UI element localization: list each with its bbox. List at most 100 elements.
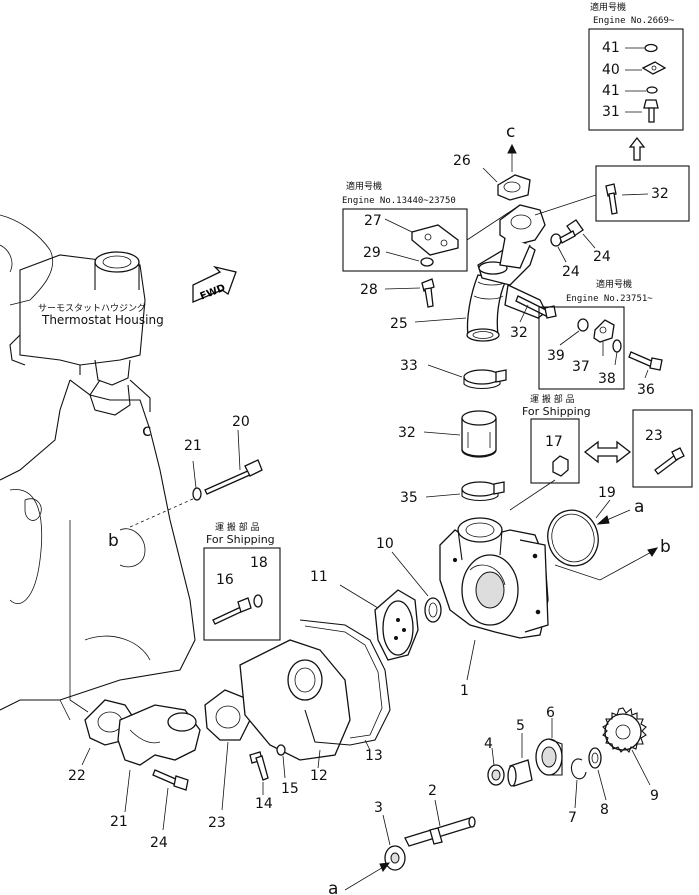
callout-5: 5 — [516, 718, 525, 734]
applicable-jp-mid: 適用号機 — [346, 180, 382, 192]
bolt-32-mid — [605, 183, 618, 215]
callout-32-top: 31 — [602, 104, 620, 120]
shipping-box-right — [530, 418, 580, 484]
callout-17: 17 — [545, 434, 563, 450]
bearing-4 — [487, 764, 505, 786]
seal-3 — [384, 845, 406, 871]
washer-15 — [276, 744, 286, 756]
callout-40: 40 — [602, 62, 620, 78]
box-37-39 — [538, 306, 625, 390]
bolt-24-upper — [654, 447, 685, 475]
bracket-37 — [593, 319, 615, 343]
ref-b-left: b — [108, 531, 119, 551]
washer-27 — [550, 233, 562, 247]
elbow-22 — [117, 704, 201, 766]
applicable-jp-top: 適用号機 — [590, 1, 626, 13]
callout-35-upper: 33 — [400, 358, 418, 374]
ref-a-right: a — [634, 497, 644, 517]
callout-10: 10 — [376, 536, 394, 552]
shipping-en-left: For Shipping — [206, 533, 275, 546]
callout-18: 18 — [250, 555, 268, 571]
callout-6: 6 — [546, 705, 555, 721]
callout-23-right: 23 — [208, 815, 226, 831]
callout-22: 21 — [110, 814, 128, 830]
washer-38 — [612, 339, 622, 353]
callout-12: 12 — [310, 768, 328, 784]
spacer-5 — [507, 759, 533, 787]
up-arrow-icon — [628, 136, 646, 161]
callout-29: 27 — [364, 213, 382, 229]
snap-ring-7 — [570, 758, 587, 780]
clamp-35-upper — [463, 369, 507, 390]
gasket-28 — [497, 174, 531, 201]
bolt-36 — [628, 351, 663, 371]
bolt-20 — [204, 459, 263, 495]
callout-8: 8 — [600, 802, 609, 818]
impeller-11 — [374, 589, 419, 661]
bolt-24-lower — [152, 769, 189, 791]
callout-36: 36 — [637, 382, 655, 398]
hose-34 — [461, 410, 497, 458]
engine-note-2669: Engine No.2669~ — [593, 16, 675, 26]
washer-21 — [192, 487, 202, 501]
callout-30: 28 — [360, 282, 378, 298]
o-ring-19 — [547, 509, 599, 567]
bolt-26 — [559, 219, 584, 244]
washer-41-upper — [644, 43, 658, 53]
pump-body-1 — [439, 517, 549, 639]
applicable-jp-right: 適用号機 — [596, 278, 632, 290]
double-arrow-icon — [583, 440, 632, 464]
callout-2: 2 — [428, 783, 437, 799]
nut-17 — [552, 455, 569, 477]
bearing-6 — [535, 738, 563, 776]
box-40-41 — [588, 28, 684, 131]
callout-41-upper: 41 — [602, 40, 620, 56]
callout-32-mid: 32 — [651, 186, 669, 202]
water-pipe — [499, 204, 547, 319]
callout-11: 11 — [310, 569, 328, 585]
callout-16: 16 — [216, 572, 234, 588]
callout-21: 21 — [184, 438, 202, 454]
callout-26: 24 — [593, 249, 611, 265]
box-32-mid — [595, 165, 690, 222]
washer-39 — [577, 318, 589, 332]
callout-14: 14 — [255, 796, 273, 812]
ref-a-bottom: a — [328, 879, 338, 895]
callout-19: 19 — [598, 485, 616, 501]
callout-23-left: 22 — [68, 768, 86, 784]
shipping-jp-right: 運 搬 部 品 — [530, 393, 575, 405]
callout-1: 1 — [460, 683, 469, 699]
callout-27: 24 — [562, 264, 580, 280]
washer-31 — [420, 257, 434, 267]
bolt-14 — [249, 751, 269, 781]
callout-41-lower: 41 — [602, 83, 620, 99]
shipping-box-left — [203, 547, 281, 641]
pump-cover-12 — [239, 639, 351, 761]
fwd-arrow-icon — [192, 265, 237, 303]
bushing-8 — [588, 747, 602, 769]
callout-35-lower: 35 — [400, 490, 418, 506]
callout-24-upper: 23 — [645, 428, 663, 444]
gasket-23-right — [204, 689, 251, 741]
gear-9 — [602, 707, 647, 753]
ref-b-right: b — [660, 537, 671, 557]
callout-9: 9 — [650, 788, 659, 804]
callout-38: 38 — [598, 371, 616, 387]
ref-a-arrow-right — [596, 509, 631, 525]
shaft-2 — [404, 816, 476, 847]
callout-28: 26 — [453, 153, 471, 169]
callout-34: 32 — [398, 425, 416, 441]
bolt-24-box — [632, 409, 693, 488]
callout-24-lower: 24 — [150, 835, 168, 851]
clamp-35-lower — [461, 481, 505, 502]
callout-7: 7 — [568, 810, 577, 826]
plate-40 — [641, 61, 667, 75]
callout-37: 37 — [572, 359, 590, 375]
bolt-30 — [421, 278, 435, 308]
seal-10 — [424, 597, 442, 623]
callout-15: 15 — [281, 781, 299, 797]
shipping-jp-left: 運 搬 部 品 — [215, 521, 260, 533]
callout-3: 3 — [374, 800, 383, 816]
